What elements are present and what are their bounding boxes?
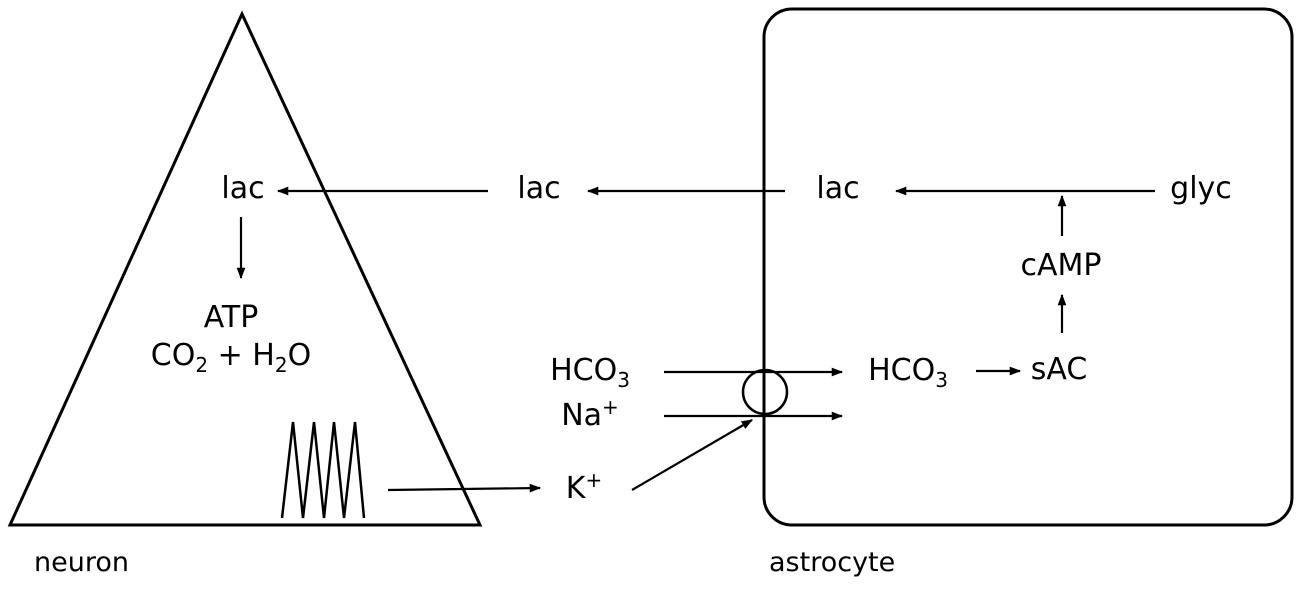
o-text: O (287, 338, 312, 373)
transporter-circle (741, 368, 789, 416)
arrow-k-to-transporter (631, 419, 753, 491)
astrocyte-caption: astrocyte (769, 547, 896, 578)
neuron-lac-label: lac (221, 171, 265, 206)
potassium-label: K+ (565, 468, 603, 507)
neuron-cell-shape (7, 10, 483, 527)
camp-label: cAMP (1020, 248, 1102, 283)
na-text: Na (561, 398, 603, 433)
sodium-label: Na+ (561, 395, 619, 434)
plus-h-text: + H (208, 338, 275, 373)
k-text: K (565, 471, 586, 506)
arrow-spikes-to-k (387, 483, 542, 493)
co2-text: CO (150, 338, 196, 373)
atp-label: ATP (203, 300, 259, 335)
glycogen-label: glyc (1170, 171, 1232, 206)
hco3-out-subscript: 3 (617, 368, 630, 392)
k-superscript: + (585, 468, 603, 492)
neuron-caption: neuron (34, 547, 129, 578)
hco3-in-subscript: 3 (935, 368, 948, 392)
hco3-out-text: HCO (550, 353, 618, 388)
intracellular-hco3-label: HCO3 (868, 353, 948, 392)
sac-label: sAC (1030, 352, 1088, 387)
astrocyte-lac-label: lac (816, 171, 860, 206)
co2-h2o-label: CO2 + H2O (150, 338, 312, 377)
hco3-in-text: HCO (868, 353, 936, 388)
na-superscript: + (602, 395, 619, 419)
action-potential-spikes (280, 421, 366, 519)
h2o-subscript: 2 (274, 353, 288, 377)
extracellular-hco3-label: HCO3 (550, 353, 630, 392)
extracellular-lac-label: lac (517, 171, 561, 206)
co2-subscript: 2 (195, 353, 209, 377)
astrocyte-cell-shape (762, 7, 1294, 527)
